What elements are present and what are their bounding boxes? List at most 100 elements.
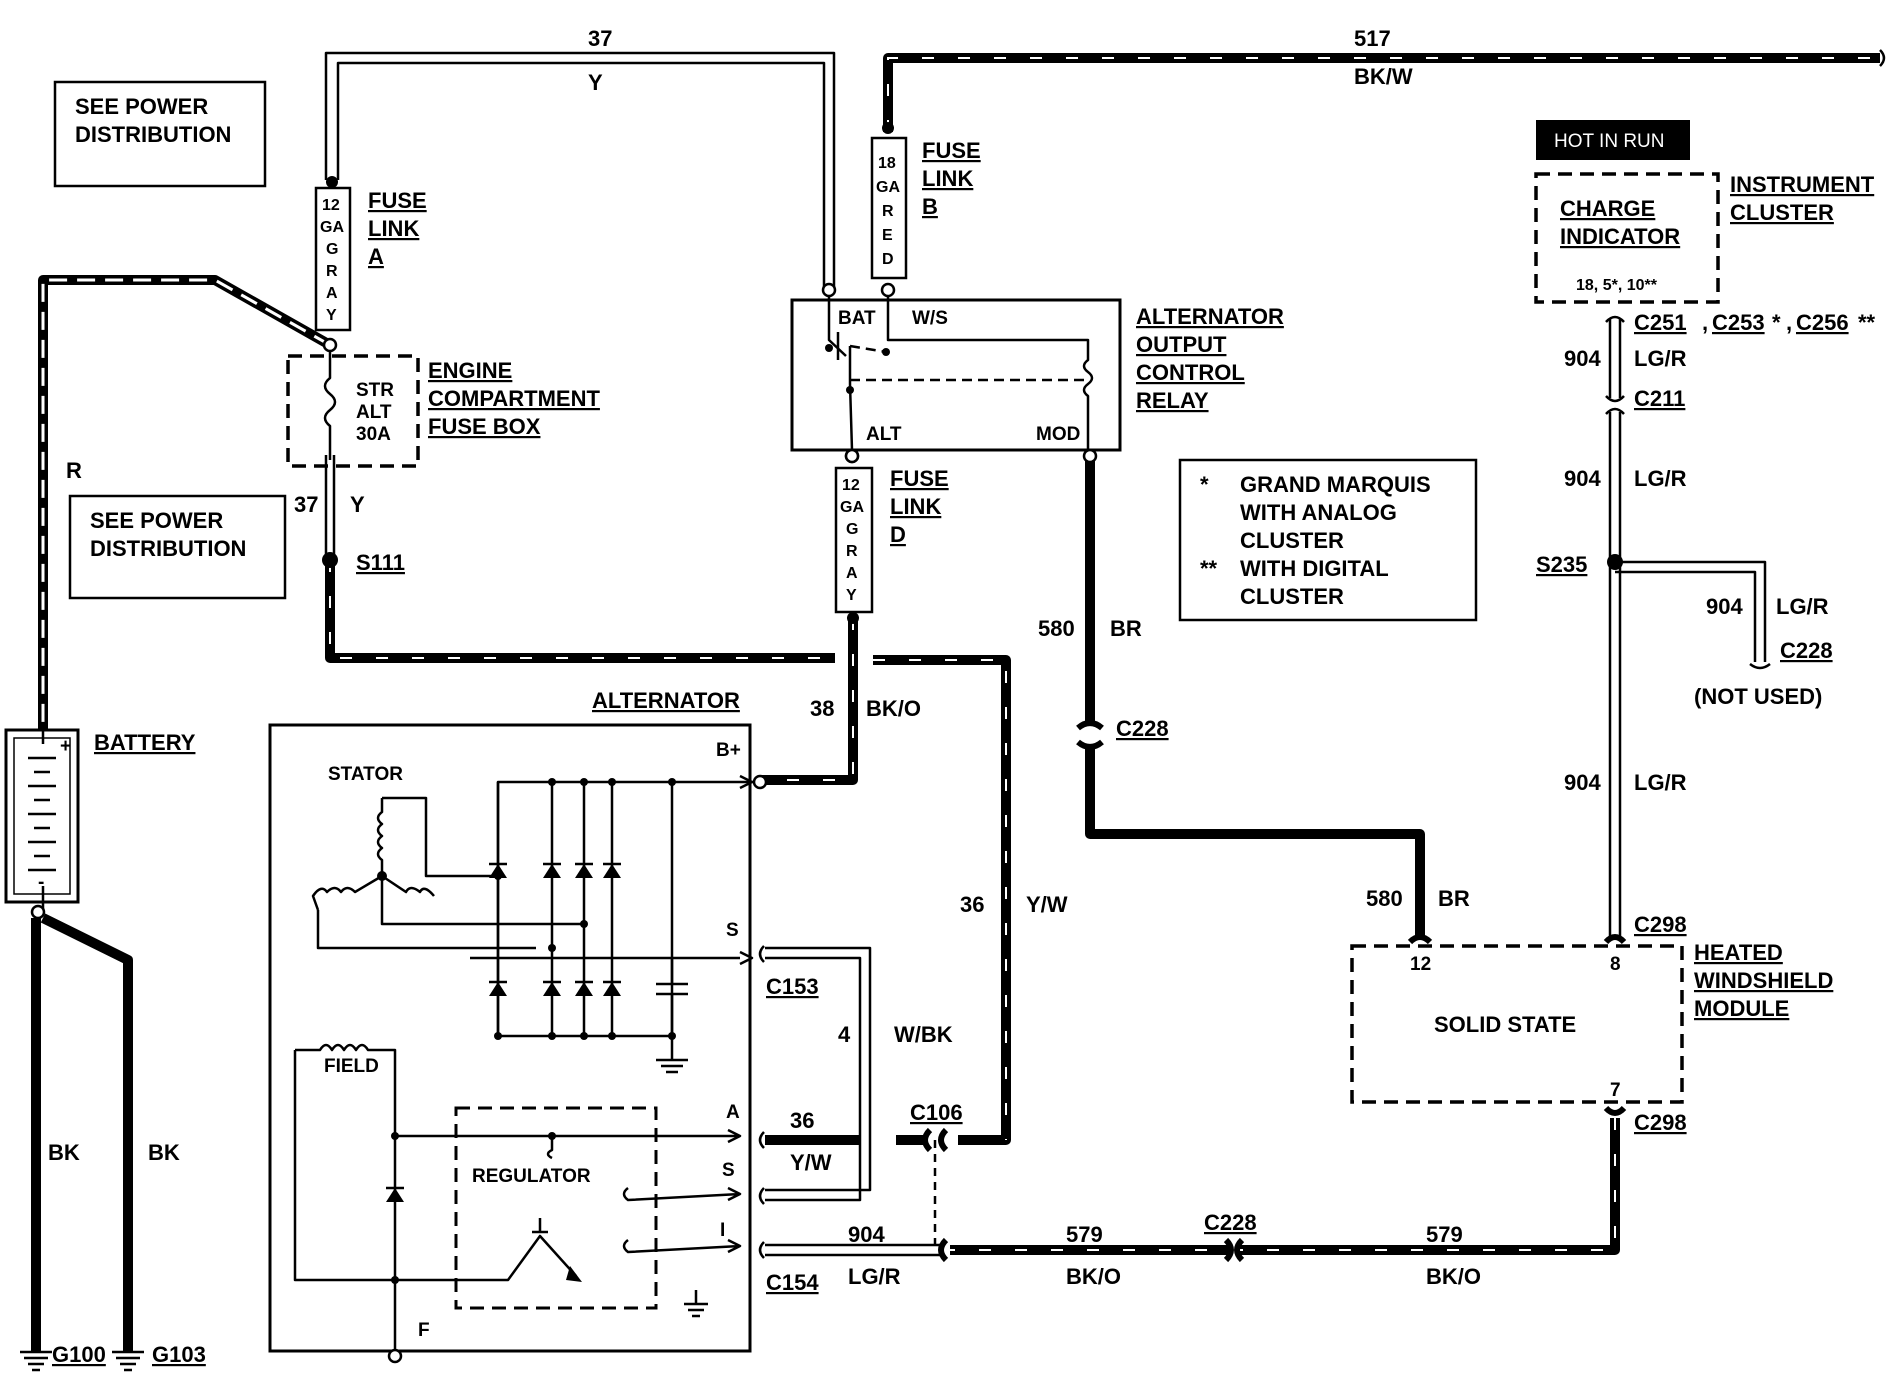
svg-text:,: , [1702, 310, 1708, 335]
svg-text:BK: BK [148, 1140, 180, 1165]
svg-text:MODULE: MODULE [1694, 996, 1789, 1021]
rectifier-bridge: B+ S [470, 740, 768, 1074]
wire-36-yw-right: 36 Y/W [873, 655, 1068, 1145]
svg-text:BR: BR [1438, 886, 1470, 911]
svg-text:30A: 30A [356, 424, 391, 445]
svg-text:C211: C211 [1634, 386, 1685, 411]
field-and-regulator: FIELD REGULATOR A S I F [293, 1043, 742, 1364]
instrument-cluster: HOT IN RUN CHARGE INDICATOR 18, 5*, 10**… [1534, 120, 1875, 304]
svg-text:S111: S111 [356, 550, 405, 575]
svg-text:C251: C251 [1634, 310, 1687, 335]
svg-text:SEE POWER: SEE POWER [90, 508, 223, 533]
svg-text:CONTROL: CONTROL [1136, 360, 1245, 385]
svg-text:GA: GA [320, 219, 344, 236]
svg-text:B+: B+ [716, 740, 741, 761]
svg-text:B: B [922, 194, 938, 219]
svg-text:G103: G103 [152, 1342, 206, 1367]
svg-text:DISTRIBUTION: DISTRIBUTION [75, 122, 231, 147]
svg-text:517: 517 [1354, 26, 1391, 51]
svg-text:CLUSTER: CLUSTER [1730, 200, 1834, 225]
svg-text:BK: BK [48, 1140, 80, 1165]
svg-text:DISTRIBUTION: DISTRIBUTION [90, 536, 246, 561]
connector-c228-bottom: C228 [938, 1210, 1257, 1263]
svg-text:Y: Y [326, 307, 337, 324]
wire-38-bko: 38 BK/O [760, 618, 921, 785]
svg-text:R: R [66, 458, 82, 483]
svg-text:ENGINE: ENGINE [428, 358, 512, 383]
svg-text:904: 904 [1564, 466, 1601, 491]
svg-text:FIELD: FIELD [324, 1056, 379, 1077]
svg-text:LINK: LINK [890, 494, 941, 519]
svg-text:579: 579 [1426, 1222, 1463, 1247]
svg-text:BK/O: BK/O [1066, 1264, 1121, 1289]
fuse-link-b: 18 GA R E D FUSE LINK B [821, 122, 981, 298]
battery: + - BATTERY [4, 728, 196, 920]
svg-text:ALT: ALT [356, 402, 392, 423]
svg-text:580: 580 [1038, 616, 1075, 641]
wire-37-y-top: 37 Y [324, 26, 836, 290]
wire-904-lgr-bottom: 904 LG/R [765, 1140, 940, 1289]
connector-c228-middle: C228 [1076, 716, 1169, 750]
svg-text:WITH ANALOG: WITH ANALOG [1240, 500, 1397, 525]
svg-text:LG/R: LG/R [1634, 466, 1687, 491]
svg-text:FUSE: FUSE [368, 188, 427, 213]
connector-c154: C154 [758, 1131, 819, 1295]
svg-text:904: 904 [1564, 346, 1601, 371]
svg-text:C228: C228 [1780, 638, 1833, 663]
svg-text:4: 4 [838, 1022, 851, 1047]
svg-text:C298: C298 [1634, 912, 1687, 937]
svg-text:**: ** [1858, 310, 1876, 335]
fuse-link-a: 12 GA G R A Y FUSE LINK A [314, 176, 427, 353]
svg-text:A: A [726, 1102, 740, 1123]
fuse-link-d: 12 GA G R A Y FUSE LINK D [834, 448, 949, 624]
svg-text:C153: C153 [766, 974, 819, 999]
svg-text:BK/O: BK/O [866, 696, 921, 721]
svg-text:37: 37 [588, 26, 612, 51]
svg-text:C298: C298 [1634, 1110, 1687, 1135]
svg-text:S: S [726, 920, 739, 941]
svg-text:(NOT USED): (NOT USED) [1694, 684, 1822, 709]
svg-text:ALT: ALT [866, 424, 902, 445]
wire-r-battery-feed: R [38, 275, 333, 730]
svg-text:Y: Y [350, 492, 365, 517]
svg-text:*: * [1200, 472, 1209, 497]
svg-text:Y: Y [588, 70, 603, 95]
svg-text:A: A [326, 285, 338, 302]
svg-text:G100: G100 [52, 1342, 106, 1367]
connector-c153: C153 [758, 945, 819, 999]
svg-text:36: 36 [790, 1108, 814, 1133]
wire-904-lgr-vertical: 904 LG/R 904 LG/R 904 LG/R 904 LG/R [1564, 318, 1829, 936]
svg-text:BR: BR [1110, 616, 1142, 641]
svg-text:INDICATOR: INDICATOR [1560, 224, 1680, 249]
svg-text:A: A [368, 244, 384, 269]
svg-text:RELAY: RELAY [1136, 388, 1209, 413]
svg-text:LG/R: LG/R [1634, 346, 1687, 371]
svg-text:GRAND MARQUIS: GRAND MARQUIS [1240, 472, 1431, 497]
svg-text:A: A [846, 565, 858, 582]
svg-text:SEE POWER: SEE POWER [75, 94, 208, 119]
svg-text:FUSE: FUSE [890, 466, 949, 491]
svg-text:COMPARTMENT: COMPARTMENT [428, 386, 600, 411]
svg-text:8: 8 [1610, 954, 1621, 975]
svg-text:Y: Y [846, 587, 857, 604]
svg-text:580: 580 [1366, 886, 1403, 911]
svg-text:OUTPUT: OUTPUT [1136, 332, 1227, 357]
svg-text:7: 7 [1610, 1080, 1621, 1101]
svg-text:18: 18 [878, 155, 896, 172]
svg-text:LG/R: LG/R [848, 1264, 901, 1289]
svg-text:W/S: W/S [912, 308, 948, 329]
svg-text:36: 36 [960, 892, 984, 917]
svg-text:C228: C228 [1204, 1210, 1257, 1235]
svg-text:BK/W: BK/W [1354, 64, 1413, 89]
svg-text:12: 12 [842, 477, 860, 494]
splice-s111: S111 [322, 550, 405, 575]
svg-text:REGULATOR: REGULATOR [472, 1166, 591, 1187]
connector-c228-not-used: C228 (NOT USED) [1694, 638, 1833, 709]
svg-text:C154: C154 [766, 1270, 819, 1295]
svg-text:CHARGE: CHARGE [1560, 196, 1655, 221]
see-power-distribution-note-left: SEE POWER DISTRIBUTION [68, 494, 287, 600]
splice-s235: S235 [1536, 552, 1623, 577]
alternator: ALTERNATOR STATOR [268, 688, 768, 1364]
connector-c106: C106 [910, 1100, 963, 1153]
svg-text:**: ** [1200, 556, 1218, 581]
